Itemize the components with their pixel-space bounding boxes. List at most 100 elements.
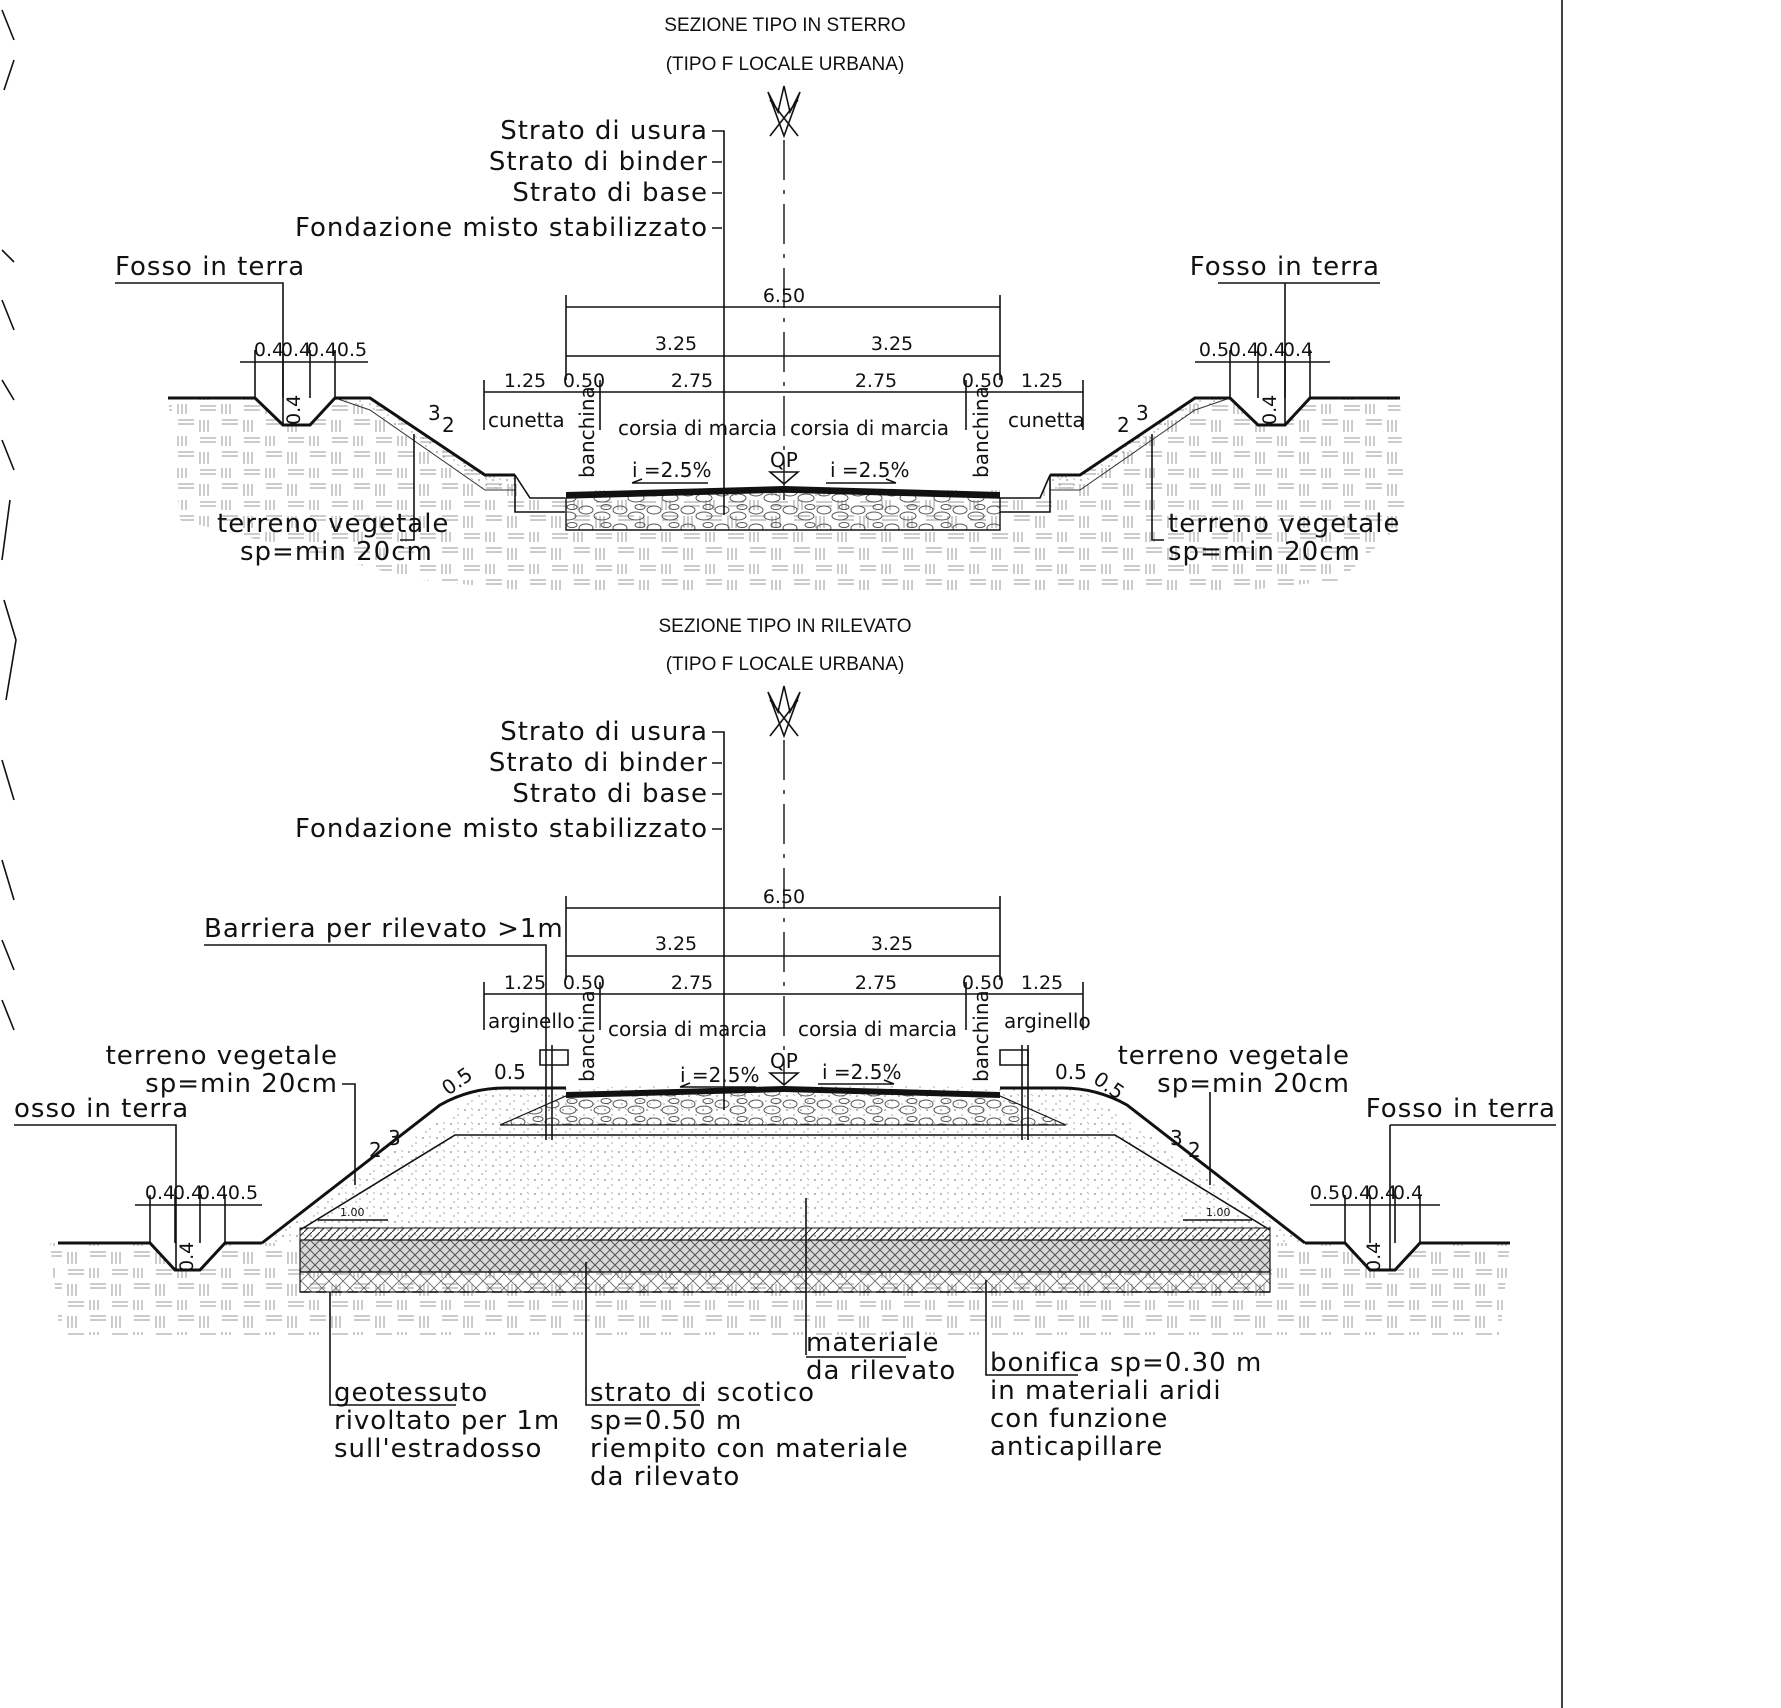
label-shoulder-right: banchina bbox=[969, 386, 993, 478]
label-lane-right-2: corsia di marcia bbox=[798, 1017, 957, 1041]
stripping-label-4: da rilevato bbox=[590, 1462, 740, 1492]
ditch-label-right-2: Fosso in terra bbox=[1366, 1094, 1556, 1124]
ditch-label-left: Fosso in terra bbox=[115, 252, 305, 282]
crossfall-right-2: i =2.5% bbox=[822, 1060, 901, 1084]
slope-v-left-2: 2 bbox=[369, 1138, 382, 1162]
dim-lane-right: 2.75 bbox=[855, 370, 897, 392]
topsoil-label-left-1: terreno vegetale bbox=[217, 509, 449, 539]
axis-label: QP bbox=[770, 448, 798, 472]
layer-label-wearing-2: Strato di usura bbox=[500, 717, 708, 747]
overlap-right: 1.00 bbox=[1206, 1206, 1231, 1219]
dim-half-right: 3.25 bbox=[871, 333, 913, 355]
stripping-label-3: riempito con materiale bbox=[590, 1434, 909, 1464]
ditch2-dim-right-3: 0.4 bbox=[1367, 1182, 1397, 1204]
label-berm-right: arginello bbox=[1004, 1009, 1091, 1033]
ditch-label-left-2: osso in terra bbox=[14, 1094, 189, 1124]
slope-v-right: 2 bbox=[1117, 413, 1130, 437]
section-fill-title: SEZIONE TIPO IN RILEVATO bbox=[658, 616, 911, 637]
drainage-layer bbox=[299, 1271, 1271, 1293]
geotextile-label-3: sull'estradosso bbox=[334, 1434, 542, 1464]
ditch-dim-right-1: 0.5 bbox=[1199, 339, 1229, 361]
dim-shoulder-left-2: 0.50 bbox=[563, 972, 605, 994]
ditch2-depth-right: 0.4 bbox=[1363, 1242, 1385, 1272]
topsoil-label-right-1: terreno vegetale bbox=[1168, 509, 1400, 539]
ditch-depth-right: 0.4 bbox=[1259, 395, 1281, 425]
slope-v-left: 2 bbox=[442, 413, 455, 437]
crossfall-right: i =2.5% bbox=[830, 458, 909, 482]
layer-label-binder-2: Strato di binder bbox=[489, 748, 708, 778]
axis-arrow-icon bbox=[767, 85, 801, 139]
ditch-dim-left-1: 0.4 bbox=[254, 339, 284, 361]
slope-v-right-2: 2 bbox=[1188, 1138, 1201, 1162]
ditch-depth-left: 0.4 bbox=[283, 395, 305, 425]
drainage-label-2: in materiali aridi bbox=[990, 1376, 1222, 1406]
label-gutter-right: cunetta bbox=[1008, 408, 1085, 432]
dim-lane-left: 2.75 bbox=[671, 370, 713, 392]
layer-label-base-2: Strato di base bbox=[512, 779, 708, 809]
ditch2-dim-right-4: 0.4 bbox=[1393, 1182, 1423, 1204]
guardrail-left-icon bbox=[539, 1045, 569, 1140]
left-margin-sketch bbox=[1, 9, 17, 1031]
dim-shoulder-left: 0.50 bbox=[563, 370, 605, 392]
dim-side-left-2: 1.25 bbox=[504, 972, 546, 994]
stripping-layer bbox=[299, 1239, 1271, 1273]
geotextile-label-1: geotessuto bbox=[334, 1378, 488, 1408]
ditch-dim-right-4: 0.4 bbox=[1283, 339, 1313, 361]
section-cut-title: SEZIONE TIPO IN STERRO bbox=[664, 15, 905, 36]
crossfall-left: i =2.5% bbox=[632, 458, 711, 482]
drainage-label-1: bonifica sp=0.30 m bbox=[990, 1348, 1262, 1378]
topsoil-label-left-3: terreno vegetale bbox=[106, 1041, 338, 1071]
dim-side-right-2: 1.25 bbox=[1021, 972, 1063, 994]
dim-side-left: 1.25 bbox=[504, 370, 546, 392]
ditch-dim-right-3: 0.4 bbox=[1256, 339, 1286, 361]
ditch-dim-left-2: 0.4 bbox=[281, 339, 311, 361]
ditch2-dim-right-2: 0.4 bbox=[1341, 1182, 1371, 1204]
axis-arrow-icon bbox=[767, 685, 801, 739]
axis-label-2: QP bbox=[770, 1049, 798, 1073]
guardrail-right-icon bbox=[999, 1045, 1029, 1140]
label-lane-left: corsia di marcia bbox=[618, 416, 777, 440]
slope-h-left-2: 3 bbox=[388, 1126, 401, 1150]
slope-h-right: 3 bbox=[1136, 401, 1149, 425]
ditch2-dim-left-1: 0.4 bbox=[145, 1182, 175, 1204]
dim-half-left: 3.25 bbox=[655, 333, 697, 355]
label-lane-left-2: corsia di marcia bbox=[608, 1017, 767, 1041]
dim-lane-right-2: 2.75 bbox=[855, 972, 897, 994]
ditch-dim-right-2: 0.4 bbox=[1229, 339, 1259, 361]
section-cut-subtitle: (TIPO F LOCALE URBANA) bbox=[666, 54, 905, 75]
topsoil-label-right-3: terreno vegetale bbox=[1118, 1041, 1350, 1071]
berm-dim-left: 0.5 bbox=[494, 1060, 526, 1084]
layer-label-foundation: Fondazione misto stabilizzato bbox=[295, 213, 708, 243]
ditch-dim-left-3: 0.4 bbox=[307, 339, 337, 361]
geotextile-band bbox=[299, 1227, 1271, 1241]
dim-side-right: 1.25 bbox=[1021, 370, 1063, 392]
layer-label-foundation-2: Fondazione misto stabilizzato bbox=[295, 814, 708, 844]
label-shoulder-left-2: banchina bbox=[575, 990, 599, 1082]
crossfall-left-2: i =2.5% bbox=[680, 1063, 759, 1087]
ditch-dim-left-4: 0.5 bbox=[337, 339, 367, 361]
layer-label-binder: Strato di binder bbox=[489, 147, 708, 177]
label-gutter-left: cunetta bbox=[488, 408, 565, 432]
layer-label-base: Strato di base bbox=[512, 178, 708, 208]
section-fill-subtitle: (TIPO F LOCALE URBANA) bbox=[666, 654, 905, 675]
stripping-label-2: sp=0.50 m bbox=[590, 1406, 742, 1436]
dim-shoulder-right: 0.50 bbox=[962, 370, 1004, 392]
overlap-left: 1.00 bbox=[340, 1206, 365, 1219]
dim-shoulder-right-2: 0.50 bbox=[962, 972, 1004, 994]
topsoil-label-left-2: sp=min 20cm bbox=[240, 537, 433, 567]
fill-material-label-2: da rilevato bbox=[806, 1356, 956, 1386]
topsoil-label-left-4: sp=min 20cm bbox=[145, 1069, 338, 1099]
label-lane-right: corsia di marcia bbox=[790, 416, 949, 440]
label-shoulder-right-2: banchina bbox=[969, 990, 993, 1082]
stripping-label-1: strato di scotico bbox=[590, 1378, 815, 1408]
pavement-base bbox=[565, 491, 1001, 531]
dim-half-right-2: 3.25 bbox=[871, 933, 913, 955]
label-shoulder-left: banchina bbox=[575, 386, 599, 478]
ditch2-dim-left-4: 0.5 bbox=[228, 1182, 258, 1204]
barrier-label: Barriera per rilevato >1m bbox=[204, 914, 564, 944]
drainage-label-4: anticapillare bbox=[990, 1432, 1163, 1462]
fill-material-label-1: materiale bbox=[806, 1328, 940, 1358]
slope-h-right-2: 3 bbox=[1170, 1126, 1183, 1150]
dim-total-2: 6.50 bbox=[763, 886, 805, 908]
